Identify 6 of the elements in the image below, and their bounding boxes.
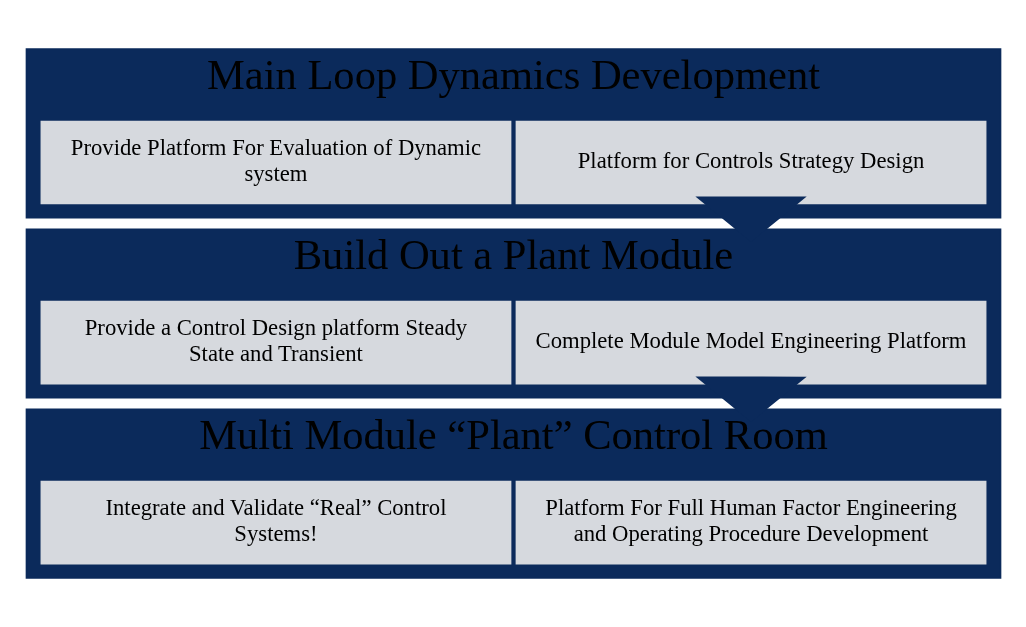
node-box: Integrate and Validate “Real” Control Systems!	[40, 480, 511, 565]
node-box: Provide a Control Design platform Steady State and Transient	[40, 300, 511, 385]
node-box: Platform for Controls Strategy Design	[515, 120, 986, 205]
node-box: Platform For Full Human Factor Engineering and Operating Procedure Development	[515, 480, 986, 565]
node-box: Complete Module Model Engineering Platform	[515, 300, 986, 385]
node-box: Provide Platform For Evaluation of Dynamic system	[40, 120, 511, 205]
